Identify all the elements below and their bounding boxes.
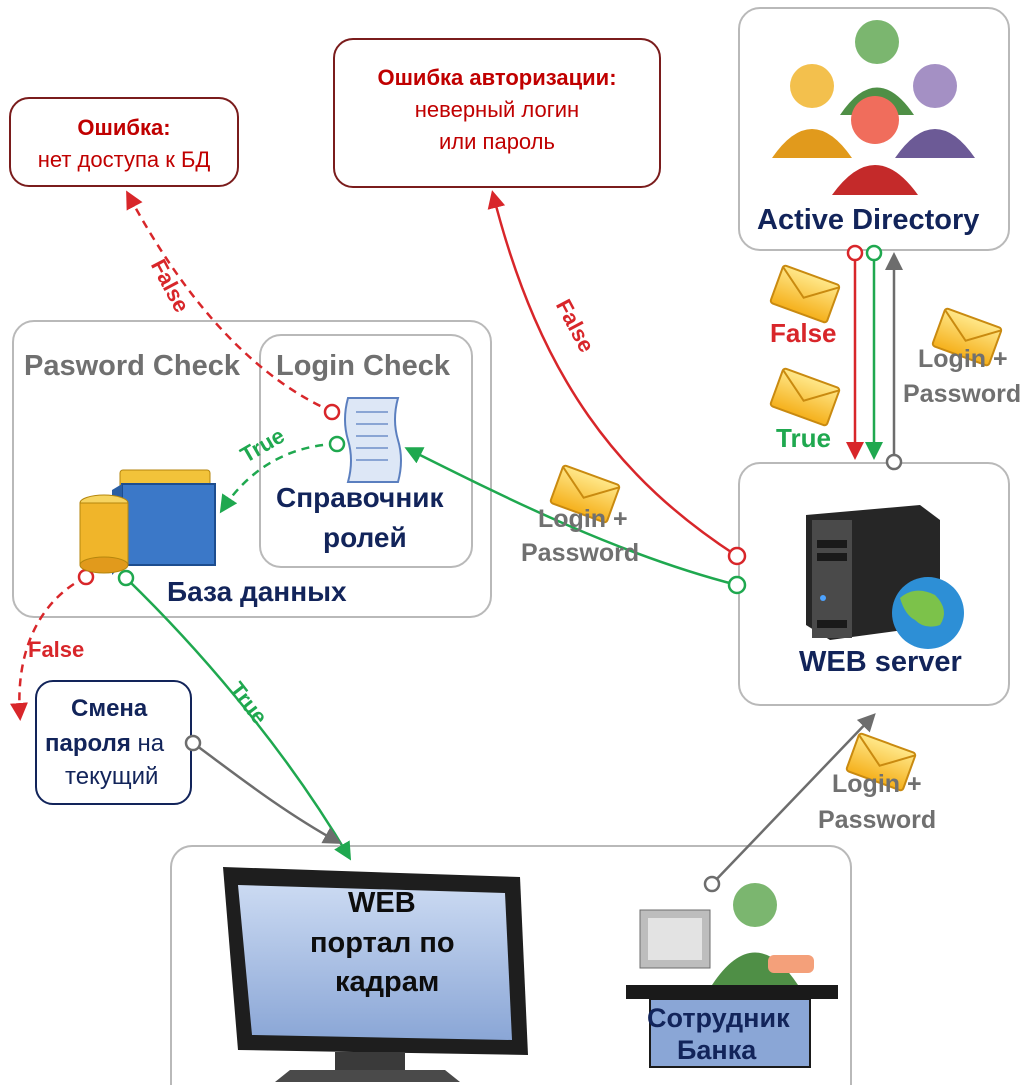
edge-db-to-portal: [125, 577, 352, 861]
database-label: База данных: [167, 576, 347, 607]
monitor-icon: [223, 867, 528, 1082]
group-password-check-label: Pasword Check: [24, 350, 240, 382]
edge-label-password-ad: Password: [903, 380, 1022, 408]
edge-label-false-ad: False: [770, 318, 837, 348]
edge-label-false-changepwd: False: [28, 637, 85, 662]
edge-label-password-employee: Password: [818, 806, 937, 834]
change-password-line3: текущий: [65, 763, 159, 790]
portal-line1: WEB: [348, 887, 416, 919]
error-auth-title: Ошибка авторизации:: [377, 65, 617, 90]
scroll-document-icon: [344, 397, 402, 483]
database-folder-icon: [79, 469, 216, 575]
edge-changepwd-to-portal: [192, 741, 342, 844]
change-password-line1: Смена: [71, 695, 148, 722]
portal-line3: кадрам: [335, 966, 440, 998]
edge-db-false: [126, 190, 334, 414]
edge-label-login-roles: Login +: [538, 505, 628, 533]
people-group-icon: [772, 20, 975, 195]
employee-line1: Сотрудник: [647, 1003, 790, 1033]
error-db-title: Ошибка:: [77, 115, 171, 140]
roles-label-line2: ролей: [323, 522, 407, 553]
change-password-box: [35, 680, 192, 805]
error-db-text: нет доступа к БД: [37, 147, 211, 172]
edge-employee-to-web: [711, 713, 876, 885]
edge-label-password-roles: Password: [521, 539, 640, 567]
active-directory-label: Active Directory: [757, 204, 980, 236]
employee-line2: Банка: [677, 1035, 757, 1065]
portal-line2: портал по: [310, 927, 455, 959]
edge-label-login-employee: Login +: [832, 770, 922, 798]
edge-auth-false: [487, 190, 738, 558]
web-server-label: WEB server: [799, 646, 962, 678]
employee-at-desk-icon: [626, 883, 838, 1068]
error-auth-line1: неверный логин: [414, 97, 580, 122]
error-auth-box: Ошибка авторизации: неверный логин или п…: [333, 38, 661, 188]
edge-web-to-roles: [404, 447, 738, 587]
group-login-check-label: Login Check: [276, 350, 451, 382]
edge-db-to-changepwd: [9, 575, 87, 721]
error-auth-line2: или пароль: [439, 129, 555, 154]
edge-roles-to-db: [219, 442, 338, 514]
change-password-line2: пароля на: [45, 730, 165, 757]
error-db-box: Ошибка: нет доступа к БД: [9, 97, 239, 187]
server-globe-icon: [806, 505, 964, 649]
roles-label-line1: Справочник: [276, 482, 444, 513]
edge-label-login-ad: Login +: [918, 345, 1008, 373]
edge-label-true-ad: True: [776, 423, 831, 453]
